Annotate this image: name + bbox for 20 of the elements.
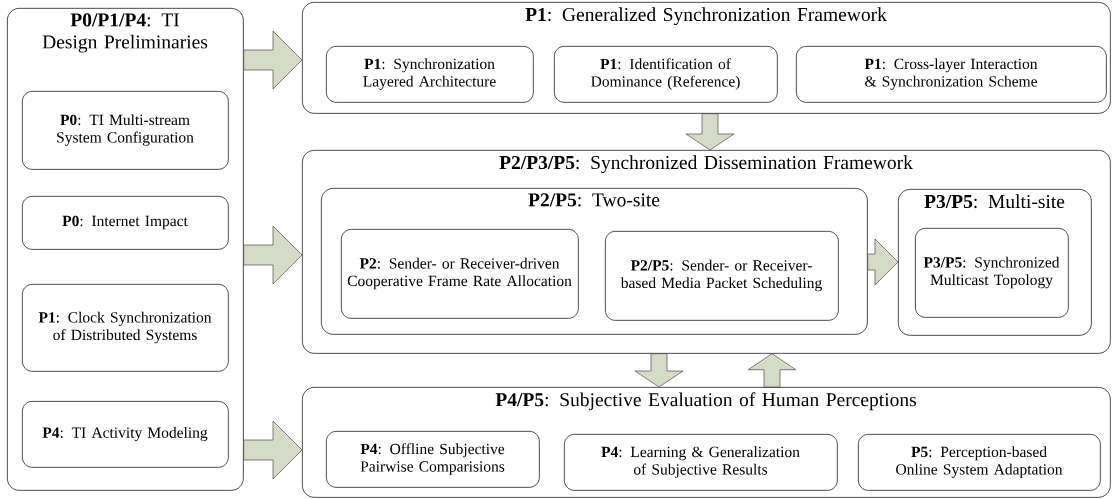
process-box: P4: Offline Subjective Pairwise Comparisions bbox=[326, 431, 540, 488]
block-arrow bbox=[243, 225, 303, 285]
process-box: P4: Learning & Generalization of Subjective Results bbox=[564, 434, 838, 491]
process-box: P2/P5: Sender- or Receiver- based Media Packet Scheduling bbox=[605, 231, 839, 321]
process-box: P1: Identification of Dominance (Reference) bbox=[554, 46, 778, 103]
process-box: P0: Internet Impact bbox=[22, 196, 229, 250]
process-box: P1: Cross-layer Interaction & Synchronization Scheme bbox=[796, 46, 1107, 103]
process-box: P0: TI Multi-stream System Configuration bbox=[22, 91, 229, 170]
block-arrow bbox=[634, 353, 684, 388]
block-arrow bbox=[243, 30, 303, 90]
process-box: P3/P5: Synchronized Multicast Topology bbox=[915, 228, 1069, 318]
block-arrow bbox=[685, 113, 735, 151]
block-arrow bbox=[747, 353, 797, 388]
process-box: P5: Perception-based Online System Adaptation bbox=[858, 434, 1101, 491]
block-arrow bbox=[243, 420, 303, 480]
process-box: P4: TI Activity Modeling bbox=[22, 401, 229, 468]
process-box: P1: Synchronization Layered Architecture bbox=[326, 46, 534, 103]
process-box: P1: Clock Synchronization of Distributed Systems bbox=[22, 284, 229, 372]
block-arrow bbox=[867, 238, 899, 286]
process-box: P2: Sender- or Receiver-driven Cooperative Frame Rate Allocation bbox=[341, 229, 579, 319]
